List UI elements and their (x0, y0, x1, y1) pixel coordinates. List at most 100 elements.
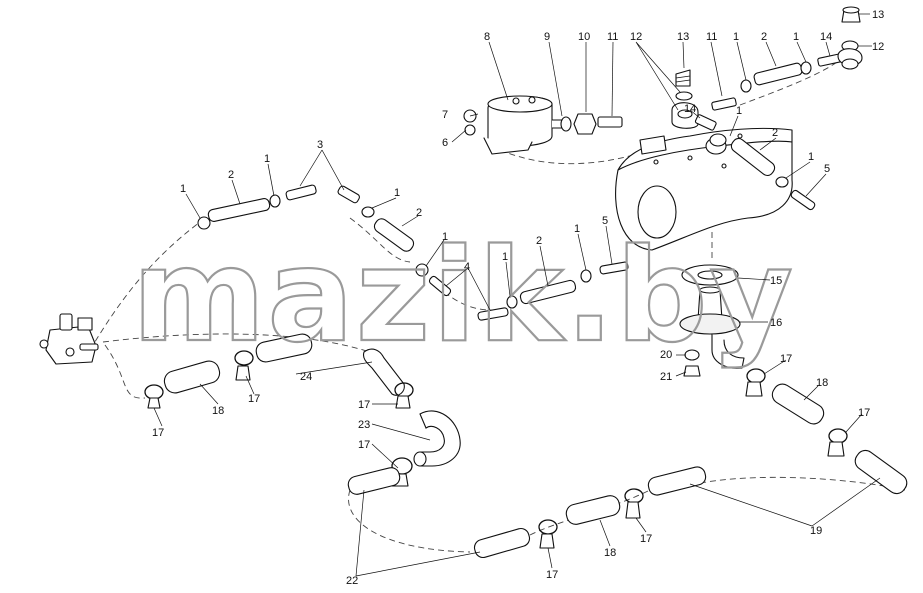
callout-17b: 17 (248, 393, 260, 405)
leader-9 (548, 41, 563, 117)
callout-1f: 1 (264, 153, 270, 165)
callout-1j: 1 (574, 223, 580, 235)
callout-18b: 18 (604, 547, 616, 559)
leader-lines (153, 13, 881, 577)
flange-plate-16 (679, 313, 741, 335)
callout-18c: 18 (816, 377, 828, 389)
leader-11b (710, 41, 723, 97)
callout-17a: 17 (152, 427, 164, 439)
leader-24 (295, 361, 373, 375)
elbow-hose-23 (413, 410, 461, 467)
callout-9: 9 (544, 31, 550, 43)
callout-11b: 11 (706, 31, 717, 43)
washer-12c (841, 58, 859, 70)
filter-washer (464, 124, 476, 136)
callout-17f: 17 (640, 533, 652, 545)
callout-17c: 17 (358, 399, 370, 411)
leader-2b (759, 137, 777, 151)
clamp-1g (361, 206, 375, 218)
leader-22 (355, 489, 481, 577)
valve-screw (65, 347, 75, 357)
callout-2e: 2 (536, 235, 542, 247)
leader-19 (689, 477, 881, 527)
clamp-17a-screw (147, 397, 161, 409)
top-right-pipes (711, 6, 863, 111)
pipe-11 (597, 116, 623, 128)
tube-4b (477, 307, 509, 321)
tube-3a (285, 184, 317, 201)
clamp-17a (144, 384, 164, 400)
leader-17h (845, 413, 863, 433)
clamp-17c-screw (395, 395, 411, 409)
filter-fittings (560, 69, 717, 135)
tank-opening (637, 185, 677, 239)
callout-23: 23 (358, 419, 370, 431)
nut-10 (573, 113, 597, 135)
callout-1h: 1 (442, 231, 448, 243)
leader-17a (153, 407, 163, 427)
leader-1i (505, 261, 511, 297)
clamp-1i (506, 295, 518, 309)
watermark: mazik.by (132, 222, 795, 371)
leader-18c (803, 385, 819, 401)
banjo-hole (677, 109, 693, 119)
callout-1e: 1 (180, 183, 186, 195)
leader-2a (765, 41, 777, 67)
route-center (102, 333, 371, 353)
hose-24 (255, 333, 313, 363)
tank-bolt-c (721, 163, 727, 169)
callout-8: 8 (484, 31, 490, 43)
callout-1i: 1 (502, 251, 508, 263)
clamp-1e (197, 216, 211, 230)
leader-17d (371, 443, 399, 469)
leader-1a (736, 41, 747, 81)
callout-22: 22 (346, 575, 358, 587)
banjo-stem (694, 114, 717, 131)
valve-knob (39, 339, 49, 349)
bottom-hoses (347, 457, 707, 559)
callout-5a: 5 (602, 215, 608, 227)
seal-ring-9 (560, 116, 572, 132)
pipe-5a (599, 261, 629, 275)
elbow-pipe (711, 333, 745, 369)
tank-bolt-b (687, 155, 693, 161)
callout-11a: 11 (607, 31, 618, 43)
clamp-17e (538, 519, 558, 535)
leader-6 (451, 129, 467, 143)
callout-1g: 1 (394, 187, 400, 199)
clamp-17b (234, 350, 254, 366)
leader-1b (796, 41, 807, 63)
leader-3 (299, 149, 345, 191)
filter-housing (463, 95, 563, 155)
callout-15: 15 (770, 275, 782, 287)
callout-6: 6 (442, 137, 448, 149)
right-lower-hoses (745, 368, 908, 495)
hose-24b (362, 348, 405, 396)
valve-top (59, 313, 73, 331)
leader-12a (635, 41, 681, 111)
tank-bracket (639, 135, 667, 155)
leader-1c (729, 115, 739, 137)
clamp-1h (415, 263, 429, 277)
leader-11a (611, 41, 614, 117)
hose-19b (854, 449, 908, 495)
callout-17e: 17 (546, 569, 558, 581)
hose-2a (753, 62, 803, 86)
filter-port (512, 97, 520, 105)
leader-17g (763, 359, 787, 375)
clamp-17f (624, 488, 644, 504)
hose-23-end (413, 451, 427, 467)
callout-4: 4 (464, 261, 470, 273)
callout-2c: 2 (228, 169, 234, 181)
hose-2b (730, 137, 776, 177)
hose-22b (473, 527, 531, 559)
clamp-1a (740, 79, 752, 93)
leader-17e (547, 547, 553, 569)
valve-port (77, 317, 93, 331)
washer-12a (675, 91, 693, 101)
hose-18a (163, 360, 221, 394)
callout-17d: 17 (358, 439, 370, 451)
callout-5b: 5 (824, 163, 830, 175)
callout-13b: 13 (872, 9, 884, 21)
